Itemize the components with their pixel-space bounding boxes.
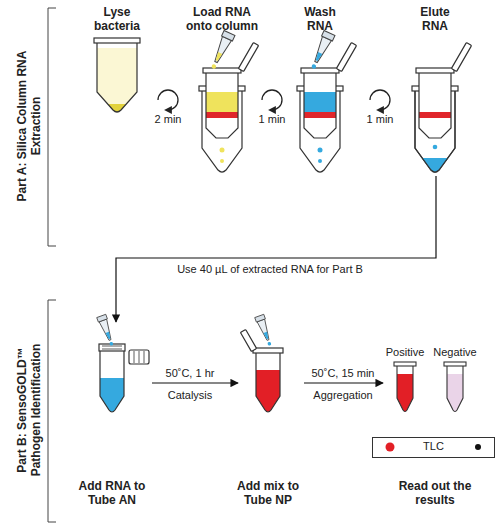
flow-arrow bbox=[304, 382, 383, 383]
step-caption: Wash RNA bbox=[297, 6, 343, 34]
section-title: Part A: Silica Column RNA Extraction bbox=[16, 46, 44, 206]
step-note: Aggregation bbox=[298, 389, 388, 402]
step-note: Catalysis bbox=[145, 389, 235, 402]
section-bracket bbox=[48, 8, 56, 246]
result-label: Negative bbox=[430, 346, 480, 359]
result-label: Positive bbox=[380, 346, 430, 359]
step: Add mix to Tube NP bbox=[238, 322, 304, 422]
section-bracket bbox=[48, 300, 56, 522]
step: Wash RNA bbox=[290, 48, 352, 176]
step: Elute RNA bbox=[405, 48, 467, 176]
spin-time: 2 min bbox=[148, 113, 188, 126]
result-tube bbox=[444, 362, 466, 412]
step-caption: Add mix to Tube NP bbox=[226, 480, 310, 508]
pipette bbox=[208, 30, 235, 71]
edge-label: Use 40 µL of extracted RNA for Part B bbox=[120, 263, 420, 276]
spin-column bbox=[297, 43, 357, 172]
step-caption: Add RNA to Tube AN bbox=[70, 480, 154, 508]
tlc-dot bbox=[475, 444, 481, 450]
step: Add RNA to Tube AN bbox=[80, 322, 152, 422]
edge-label: 50˚C, 1 hr bbox=[145, 367, 235, 380]
spin-icon bbox=[370, 90, 390, 110]
section-group: Part B: SensoGOLD™ Pathogen Identificati… bbox=[0, 296, 500, 528]
spin-time: 1 min bbox=[252, 113, 292, 126]
pipette bbox=[97, 314, 117, 347]
tlc-dot bbox=[386, 443, 395, 452]
spin-column bbox=[199, 43, 259, 172]
step: Load RNA onto column bbox=[192, 48, 254, 176]
step-caption: Load RNA onto column bbox=[181, 6, 263, 34]
spin-time: 1 min bbox=[360, 113, 400, 126]
section-group: Part A: Silica Column RNA Extraction Lyse… bbox=[0, 2, 500, 252]
result-tube bbox=[394, 362, 416, 412]
spin-icon bbox=[262, 90, 282, 110]
result-key-box: TLC bbox=[372, 437, 495, 458]
spin-column bbox=[412, 43, 472, 172]
lysate-tube bbox=[94, 38, 140, 112]
pipette bbox=[308, 30, 335, 71]
pipette bbox=[255, 314, 275, 347]
step-caption: Lyse bacteria bbox=[81, 6, 153, 34]
screw-cap-tube bbox=[99, 344, 149, 412]
snap-cap-tube bbox=[240, 329, 283, 412]
step: Read out the results bbox=[383, 340, 495, 424]
step: Lyse bacteria bbox=[92, 38, 142, 114]
flow-arrow bbox=[152, 382, 238, 383]
edge-label: 50˚C, 15 min bbox=[298, 367, 388, 380]
step-caption: Elute RNA bbox=[412, 6, 458, 34]
key-text: TLC bbox=[404, 440, 464, 453]
section-title: Part B: SensoGOLD™ Pathogen Identificati… bbox=[16, 330, 44, 490]
spin-icon bbox=[158, 90, 178, 110]
flow-arrow bbox=[116, 176, 436, 322]
step-caption: Read out the results bbox=[397, 480, 473, 508]
